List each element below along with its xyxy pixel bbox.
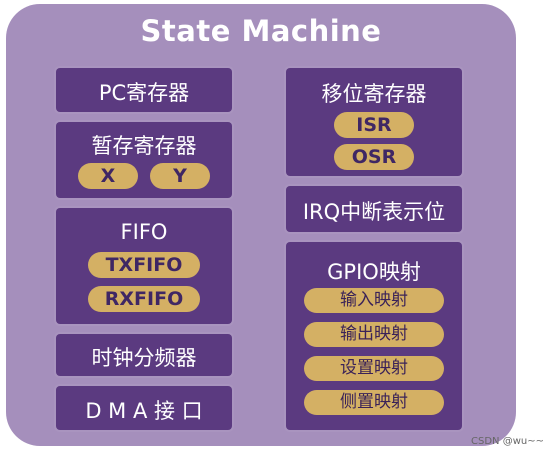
dma-interface-block: D M A 接 口 bbox=[56, 386, 232, 430]
scratch-register-block: 暂存寄存器 X Y bbox=[56, 122, 232, 198]
sideset-mapping-pill: 侧置映射 bbox=[304, 390, 444, 415]
shift-register-block: 移位寄存器 ISR OSR bbox=[286, 68, 462, 176]
rxfifo-pill: RXFIFO bbox=[88, 286, 200, 312]
osr-pill: OSR bbox=[334, 144, 414, 170]
isr-pill: ISR bbox=[334, 112, 414, 138]
pc-register-block: PC寄存器 bbox=[56, 68, 232, 112]
output-mapping-pill: 输出映射 bbox=[304, 322, 444, 347]
state-machine-title: State Machine bbox=[140, 14, 382, 48]
fifo-block: FIFO TXFIFO RXFIFO bbox=[56, 208, 232, 324]
x-register-pill: X bbox=[78, 163, 138, 189]
set-mapping-pill: 设置映射 bbox=[304, 356, 444, 381]
input-mapping-pill: 输入映射 bbox=[304, 288, 444, 313]
gpio-mapping-block: GPIO映射 输入映射 输出映射 设置映射 侧置映射 bbox=[286, 242, 462, 430]
txfifo-pill: TXFIFO bbox=[88, 252, 200, 278]
clock-divider-block: 时钟分频器 bbox=[56, 334, 232, 376]
dma-interface-label: D M A 接 口 bbox=[85, 399, 203, 423]
shift-register-label: 移位寄存器 bbox=[321, 82, 427, 106]
y-register-pill: Y bbox=[150, 163, 210, 189]
clock-divider-label: 时钟分频器 bbox=[91, 346, 197, 370]
irq-flag-label: IRQ中断表示位 bbox=[302, 200, 446, 224]
csdn-watermark: CSDN @wu~~ bbox=[471, 436, 544, 447]
gpio-mapping-label: GPIO映射 bbox=[327, 260, 421, 284]
irq-flag-block: IRQ中断表示位 bbox=[286, 186, 462, 232]
scratch-register-label: 暂存寄存器 bbox=[91, 134, 197, 158]
fifo-label: FIFO bbox=[120, 220, 168, 244]
pc-register-label: PC寄存器 bbox=[98, 81, 190, 105]
